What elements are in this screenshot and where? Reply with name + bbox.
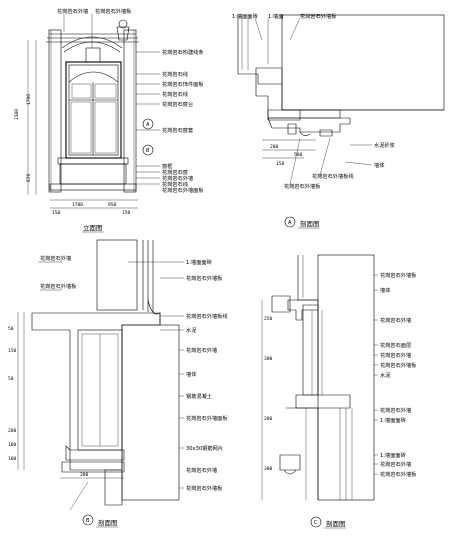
sb-marker: B — [86, 518, 90, 524]
sb-dim-2: 150 — [8, 348, 17, 354]
sb-label-1: 1:墙面面砖 — [186, 258, 212, 266]
elev-label-1: 花岗岩石外墙 — [57, 7, 88, 15]
sc-marker: C — [314, 520, 318, 526]
sc-dim-3: 200 — [264, 416, 273, 422]
elevation-view — [27, 14, 160, 233]
sa-label-7: 花岗岩石外墙板 — [284, 182, 321, 190]
elev-label-6: 花岗岩石线 — [162, 90, 188, 98]
sb-label-9: 30x30钢筋网片 — [186, 444, 223, 452]
sc-dim-1: 250 — [264, 316, 273, 322]
elev-label-10: 花岗岩石窗 — [162, 168, 188, 176]
elev-dim-6: 1700 — [26, 94, 32, 105]
elev-label-3: 花岗岩石构建线条 — [162, 48, 204, 56]
sc-label-4: 花岗岩石面层 — [380, 341, 411, 349]
sb-label-3: 花岗岩石外墙板线 — [186, 312, 228, 320]
elev-dim-4: 150 — [122, 210, 131, 216]
sb-label-11: 花岗岩石外墙板 — [186, 484, 223, 492]
sb-dim-4: 200 — [8, 428, 17, 434]
section-a-title: 剖面图 — [300, 219, 320, 228]
elev-label-7: 花岗岩石窗台 — [162, 100, 193, 108]
sc-dim-4: 300 — [264, 466, 273, 472]
sc-label-9: 1:墙面面砖 — [380, 416, 406, 424]
elev-dim-1: 1700 — [72, 202, 83, 208]
sb-dim-7: 200 — [80, 472, 89, 478]
elevation-title: 立面图 — [83, 223, 103, 232]
sa-label-6: 花岗岩石外墙板线 — [312, 172, 354, 180]
sa-label-1: 1:墙面面砖 — [232, 12, 258, 20]
section-b-title: 剖面图 — [98, 518, 118, 527]
sa-dim-1: 200 — [270, 144, 279, 150]
sa-label-2: 1:墙面 — [268, 12, 283, 20]
sb-label-10: 花岗岩石外墙 — [186, 466, 217, 474]
sa-label-3: 花岗岩石外墙板 — [300, 12, 337, 20]
elev-label-13: 花岗岩石外墙面板 — [162, 186, 204, 194]
sb-left-label-1: 花岗岩石外墙 — [40, 254, 71, 262]
sa-dim-2: 500 — [294, 152, 303, 158]
elev-label-2: 花岗岩石外墙板 — [95, 7, 132, 15]
elev-dim-5: 2100 — [14, 109, 20, 120]
section-c-view — [261, 254, 378, 529]
sb-label-6: 墙体 — [186, 370, 197, 378]
sc-label-8: 花岗岩石外墙 — [380, 406, 411, 414]
sb-label-8: 花岗岩石外墙面板 — [186, 414, 228, 422]
sc-label-5: 花岗岩石外墙 — [380, 351, 411, 359]
callout-a-marker: A — [146, 122, 150, 128]
sb-label-4: 水泥 — [186, 326, 196, 334]
section-c-title: 剖面图 — [326, 519, 346, 528]
sb-dim-1: 50 — [8, 326, 14, 332]
callout-b-marker: B — [146, 148, 150, 154]
sa-marker: A — [288, 220, 292, 226]
sc-label-7: 水泥 — [380, 371, 390, 379]
sc-label-1: 花岗岩石外墙板 — [380, 271, 417, 279]
sc-dim-2: 300 — [264, 356, 273, 362]
elev-dim-7: 870 — [26, 173, 32, 182]
section-a-view — [237, 14, 445, 229]
elev-label-11: 花岗岩石外墙 — [162, 174, 193, 182]
sb-label-2: 花岗岩石外墙板 — [186, 274, 223, 282]
sc-label-2: 墙体 — [380, 286, 391, 294]
sb-label-7: 钢筋混凝土 — [186, 392, 212, 400]
elev-label-9: 窗框 — [162, 162, 172, 170]
sa-label-4: 水泥砂浆 — [374, 141, 395, 149]
sb-label-5: 花岗岩石外墙 — [186, 346, 217, 354]
sc-label-3: 花岗岩石外墙 — [380, 316, 411, 324]
sc-label-12: 花岗岩石外墙板 — [380, 470, 417, 478]
sb-left-label-2: 花岗岩石外墙板 — [40, 282, 77, 290]
elev-label-5: 花岗岩石饰件面板 — [162, 80, 204, 88]
elev-label-4: 花岗岩石线 — [162, 70, 188, 78]
sa-label-5: 墙体 — [374, 161, 385, 169]
elev-label-12: 花岗岩石线 — [162, 180, 188, 188]
sb-dim-5: 100 — [8, 442, 17, 448]
elev-label-8: 花岗岩石窗套 — [162, 126, 194, 134]
elev-dim-2: 950 — [108, 202, 117, 208]
sb-dim-3: 50 — [8, 376, 14, 382]
section-b-view — [17, 239, 184, 528]
sc-label-11: 花岗岩石外墙 — [380, 460, 411, 468]
sc-label-6: 花岗岩石外墙板 — [380, 361, 417, 369]
sc-label-10: 1:墙面面砖 — [380, 451, 406, 459]
elev-dim-3: 150 — [52, 210, 61, 216]
sb-dim-6: 100 — [8, 456, 17, 462]
sa-dim-3: 150 — [276, 161, 285, 167]
